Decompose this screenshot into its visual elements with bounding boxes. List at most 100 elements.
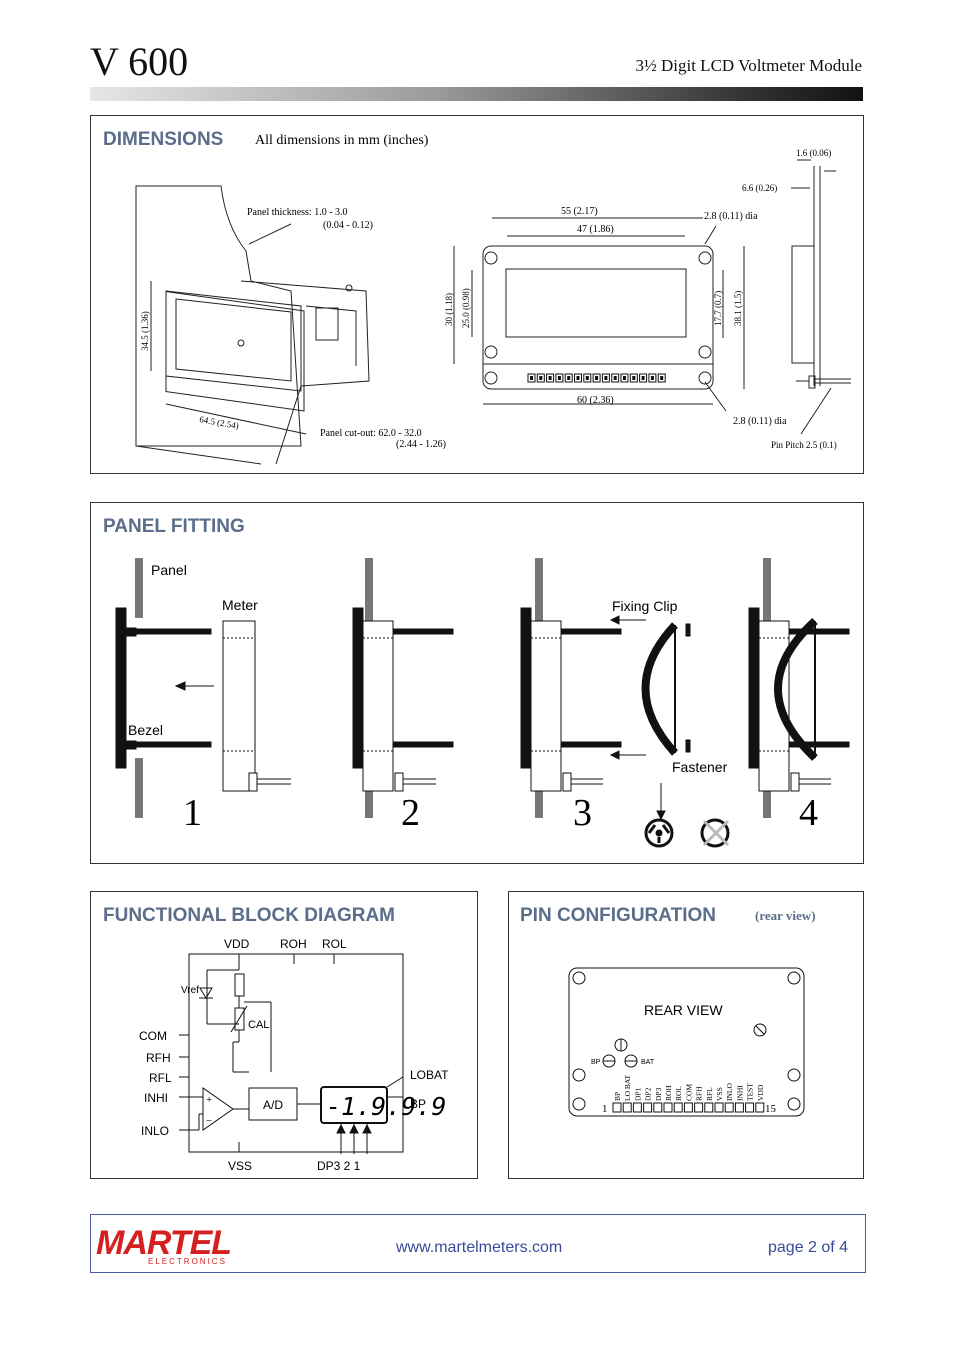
rear-pin-label: TEST [746, 1083, 755, 1101]
rear-pin-label: VDD [756, 1084, 765, 1101]
front-pin-dot [650, 376, 654, 380]
front-pin-dot [539, 376, 543, 380]
rear-pin-label: DP1 [633, 1087, 642, 1101]
rfl-label: RFL [149, 1071, 172, 1085]
height-outer-label: 34.5 (1.36) [140, 311, 150, 351]
front-pin [546, 373, 555, 383]
front-pin-dot [548, 376, 552, 380]
pin-pitch-label: Pin Pitch 2.5 (0.1) [771, 440, 837, 450]
dim-38: 38.1 (1.5) [733, 291, 743, 326]
rear-pin [683, 1102, 693, 1113]
rear-pin [755, 1102, 765, 1113]
block-diagram-panel: FUNCTIONAL BLOCK DIAGRAM [90, 891, 478, 1179]
rear-pin-label: INHI [735, 1085, 744, 1101]
step-4-number: 4 [799, 792, 818, 834]
roh-label: ROH [280, 937, 307, 951]
page-title: V 600 [90, 39, 189, 84]
bp-label: BP [410, 1097, 426, 1111]
front-pin-dot [604, 376, 608, 380]
rear-pin-label: DP2 [644, 1087, 653, 1101]
dimensions-panel: DIMENSIONS All dimensions in mm (inches)… [90, 115, 864, 474]
front-pin [536, 373, 545, 383]
front-pin [648, 373, 657, 383]
front-pin [527, 373, 536, 383]
bp-jumper-label: BP [591, 1059, 601, 1066]
step-3-number: 3 [573, 792, 592, 834]
front-pin-dot [557, 376, 561, 380]
vdd-label: VDD [224, 937, 250, 951]
front-pin-dot [641, 376, 645, 380]
website-link[interactable]: www.martelmeters.com [396, 1239, 563, 1256]
panel-thickness-inch: (0.04 - 0.12) [323, 220, 373, 231]
rear-pin-label: LO BAT [623, 1075, 632, 1101]
dim-1-6: 1.6 (0.06) [796, 148, 831, 158]
front-pin-dot [567, 376, 571, 380]
dim-47: 47 (1.86) [577, 224, 614, 235]
dimensions-heading: DIMENSIONS [103, 129, 223, 150]
dim-17: 17.7 (0.7) [713, 291, 723, 326]
rear-pin-label: BP [613, 1092, 622, 1101]
step-1-number: 1 [183, 792, 202, 834]
front-pin [574, 373, 582, 383]
dim-dia-bottom: 2.8 (0.11) dia [733, 416, 787, 427]
front-pin [564, 373, 573, 383]
fastener-label: Fastener [672, 759, 728, 775]
rear-pin-label: VSS [715, 1087, 724, 1101]
dim-25: 25.0 (0.98) [461, 288, 471, 328]
front-pin-dot [613, 376, 617, 380]
bezel-label: Bezel [128, 722, 163, 738]
rear-pin-label: ROL [674, 1086, 683, 1101]
front-pin [629, 373, 638, 383]
opamp-plus: + [206, 1094, 212, 1106]
fitting-heading: PANEL FITTING [103, 516, 245, 537]
panel-thickness-label: Panel thickness: 1.0 - 3.0 [247, 207, 348, 218]
block-diagram-lines [179, 953, 404, 1154]
rear-pin [643, 1102, 653, 1113]
lobat-label: LOBAT [410, 1068, 449, 1082]
front-pin [611, 373, 620, 383]
fixing-clip-label: Fixing Clip [612, 598, 678, 614]
front-pin [583, 373, 592, 383]
cal-label: CAL [248, 1019, 269, 1031]
front-pin-dot [595, 376, 599, 380]
panel-sketch [135, 185, 370, 465]
rear-pin [612, 1102, 622, 1113]
block-diagram-drawing: FUNCTIONAL BLOCK DIAGRAM [103, 905, 449, 1173]
rear-board [568, 967, 805, 1117]
pin-heading-sub: (rear view) [755, 908, 816, 923]
rear-pin-label: INLO [725, 1083, 734, 1101]
dim-dia-top: 2.8 (0.11) dia [704, 211, 758, 222]
pin-first-number: 1 [602, 1103, 608, 1115]
rear-pin-label: RFL [705, 1087, 714, 1101]
inhi-label: INHI [144, 1091, 168, 1105]
rear-pin [714, 1102, 724, 1113]
dimensions-note: All dimensions in mm (inches) [255, 133, 429, 148]
vref-label: Vref [181, 985, 199, 996]
ad-label: A/D [263, 1098, 283, 1112]
dim-6-6: 6.6 (0.26) [742, 183, 777, 193]
rear-pin-label: RFH [695, 1086, 704, 1101]
com-label: COM [139, 1029, 167, 1043]
pin-heading: PIN CONFIGURATION [520, 905, 716, 926]
front-pin-dot [660, 376, 664, 380]
dp-label: DP3 2 1 [317, 1159, 361, 1173]
step-1-drawing [115, 558, 291, 818]
panel-fitting-drawing: PANEL FITTING Panel Meter Bezel [103, 516, 850, 848]
panel-cutout-inch: (2.44 - 1.26) [396, 439, 446, 450]
inlo-label: INLO [141, 1124, 169, 1138]
rear-pin [724, 1102, 734, 1113]
header-gradient-bar [90, 87, 863, 101]
rol-label: ROL [322, 937, 347, 951]
step-4-drawing [748, 558, 850, 818]
panel-label: Panel [151, 562, 187, 578]
dim-60: 60 (2.36) [577, 395, 614, 406]
rfh-label: RFH [146, 1051, 171, 1065]
front-pin [639, 373, 648, 383]
front-pin [601, 373, 610, 383]
dim-30: 30 (1.18) [444, 293, 454, 326]
thickness-leader [248, 223, 292, 245]
front-pin-dot [632, 376, 636, 380]
rear-pin [622, 1102, 632, 1113]
